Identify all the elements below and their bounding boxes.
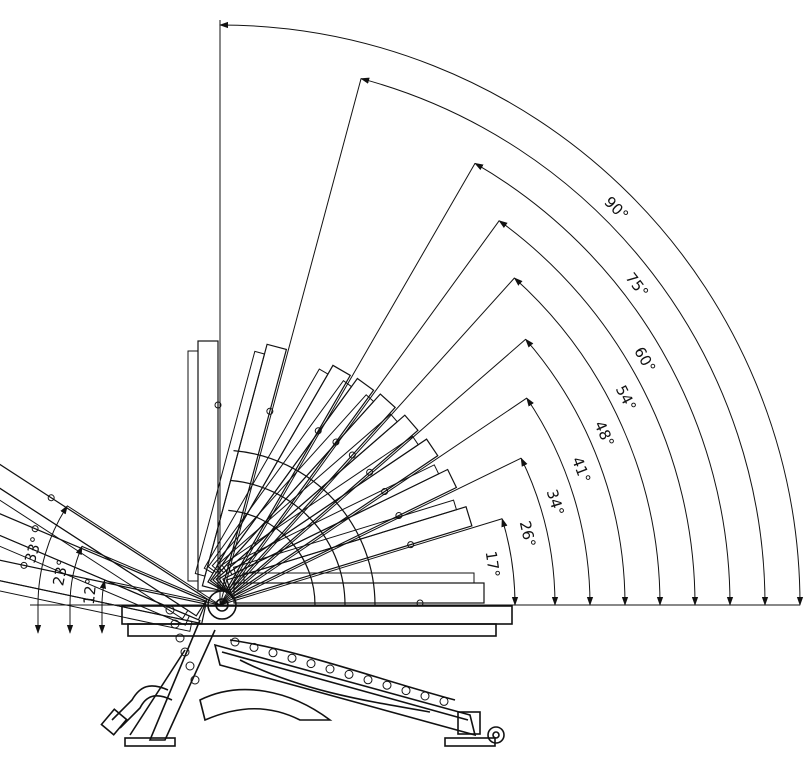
ladder-hole [249,642,259,652]
decline-label-12: 12° [80,577,101,605]
backrest-pad-90 [187,340,222,592]
ladder-hole [344,669,354,679]
ladder-hole [180,647,190,657]
decline-label-33: 33° [21,534,46,565]
adjustment-holes [165,605,449,706]
incline-arc-90 [219,21,804,606]
ladder-hole [185,661,195,671]
ladder-hole [230,637,240,647]
ladder-hole [439,696,449,706]
backrest-pad-157 [0,502,208,626]
decline-ray-33 [67,505,221,606]
incline-ray-54 [219,220,500,606]
incline-arc-60 [474,162,734,606]
ladder-hole [401,686,411,696]
backrest-pad-147 [0,462,208,620]
ladder-hole [363,675,373,685]
incline-label-34: 34° [543,487,568,518]
ladder-hole [175,633,185,643]
incline-label-17: 17° [482,550,504,579]
incline-label-41: 41° [568,454,594,485]
ladder-hole [306,659,316,669]
ladder-hole [325,664,335,674]
incline-label-60: 60° [630,344,659,376]
incline-arc-75 [360,77,769,606]
ladder-hole [382,680,392,690]
ladder-hole [268,648,278,658]
backrest-pad-168 [0,551,207,632]
decline-label-23: 23° [49,558,72,588]
decline-arc-23 [69,545,83,606]
incline-label-48: 48° [591,418,618,450]
incline-arc-17 [501,517,519,606]
decline-arc-12 [99,579,106,606]
decline-arc-33 [37,505,68,606]
ladder-hole [287,653,297,663]
ladder-hole [420,691,430,701]
incline-ray-41 [219,338,526,606]
incline-label-26: 26° [516,519,540,549]
decline-ray-12 [104,579,221,606]
decline-dimensions: 12° 23°33° [21,505,221,634]
bench-frame [100,590,513,747]
ladder-hole [190,675,200,685]
decline-ray-23 [81,545,221,606]
incline-label-54: 54° [612,382,640,414]
backrest-positions [0,340,485,632]
incline-dimensions: 17°26°34°41°48°54°60°75°90° [219,21,804,606]
